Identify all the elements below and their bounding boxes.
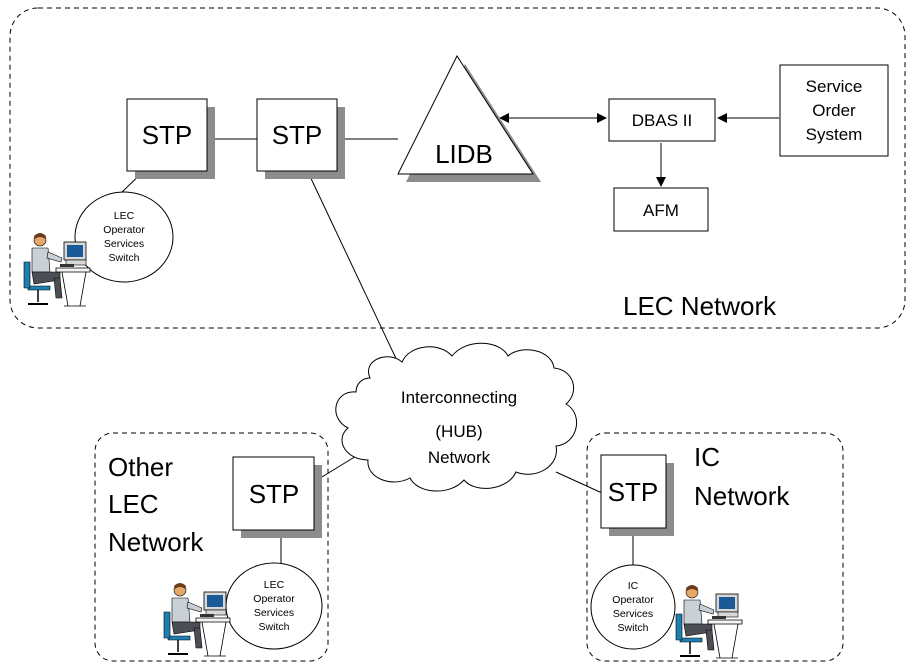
ic-network-region	[586, 432, 844, 662]
link-stp-hub	[306, 169, 401, 368]
other-oss-line-3: Services	[254, 607, 294, 619]
operator-icon	[163, 582, 231, 657]
dbas-label: DBAS II	[632, 111, 692, 130]
lec-network-region	[9, 7, 906, 329]
other-lec-label-line-2: LEC	[108, 489, 159, 519]
hub-line-3: Network	[428, 448, 491, 467]
other-oss-line-4: Switch	[259, 621, 290, 633]
other-lec-label-line-3: Network	[108, 527, 204, 557]
other-lec-oss-switch: LEC Operator Services Switch	[225, 562, 323, 650]
hub-line-2: (HUB)	[435, 422, 482, 441]
other-lec-network-region	[94, 432, 329, 662]
stp-left-label: STP	[142, 120, 193, 150]
lec-oss-line-2: Operator	[103, 224, 145, 236]
other-lec-label-line-1: Other	[108, 452, 173, 482]
other-lec-stp: STP	[232, 456, 322, 538]
service-order-system-box: Service Order System	[779, 64, 889, 157]
stp-right: STP	[256, 98, 345, 179]
ic-oss-line-3: Services	[613, 608, 653, 620]
service-order-line-2: Order	[812, 101, 856, 120]
lec-oss-switch: LEC Operator Services Switch	[74, 191, 174, 283]
link-hub-ic-stp	[555, 471, 603, 494]
ic-label-line-2: Network	[694, 481, 790, 511]
other-lec-stp-label: STP	[249, 479, 300, 509]
lec-oss-line-3: Services	[104, 238, 144, 250]
ic-stp: STP	[600, 454, 674, 536]
other-oss-line-1: LEC	[264, 579, 285, 591]
ic-oss-line-4: Switch	[618, 622, 649, 634]
other-oss-line-2: Operator	[253, 593, 295, 605]
ic-oss-line-1: IC	[628, 580, 639, 592]
ic-label-line-1: IC	[694, 442, 720, 472]
ic-oss-switch: IC Operator Services Switch	[590, 564, 676, 650]
operator-icon	[23, 232, 91, 307]
lec-oss-line-1: LEC	[114, 210, 135, 222]
lec-oss-line-4: Switch	[109, 252, 140, 264]
stp-right-label: STP	[272, 120, 323, 150]
operator-icon	[675, 584, 743, 659]
lidb-database: LIDB	[397, 54, 541, 182]
ic-oss-line-2: Operator	[612, 594, 654, 606]
afm-label: AFM	[643, 201, 679, 220]
hub-cloud: Interconnecting (HUB) Network	[335, 342, 577, 492]
hub-line-1: Interconnecting	[401, 388, 517, 407]
stp-left: STP	[126, 98, 215, 179]
service-order-line-3: System	[806, 125, 863, 144]
dbas-box: DBAS II	[608, 98, 716, 142]
afm-box: AFM	[613, 187, 709, 232]
lec-network-label: LEC Network	[623, 291, 777, 321]
ic-stp-label: STP	[608, 477, 659, 507]
lidb-label: LIDB	[435, 139, 493, 169]
service-order-line-1: Service	[806, 77, 863, 96]
